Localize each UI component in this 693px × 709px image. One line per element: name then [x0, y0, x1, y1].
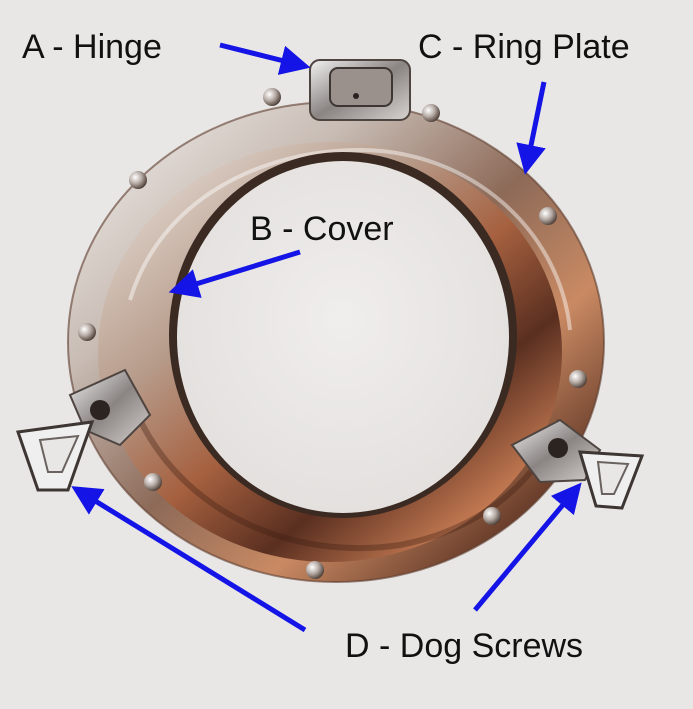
- label-ring-plate: C - Ring Plate: [418, 28, 630, 66]
- annotation-arrows: [71, 42, 582, 633]
- bolt-icon: [306, 561, 324, 579]
- bolt-icon: [263, 88, 281, 106]
- bolt-icon: [569, 370, 587, 388]
- bolt-icon: [144, 473, 162, 491]
- label-dog-screws: D - Dog Screws: [345, 627, 583, 665]
- arrow-icon: [168, 249, 301, 298]
- dog-screw-left: [15, 368, 152, 492]
- label-hinge: A - Hinge: [22, 28, 162, 66]
- bolt-icon: [539, 207, 557, 225]
- bolt-icon: [483, 507, 501, 525]
- bolt-icon: [129, 171, 147, 189]
- porthole-glass: [169, 152, 517, 518]
- arrow-icon: [473, 482, 582, 612]
- dog-screw-right: [510, 418, 645, 510]
- arrow-icon: [71, 486, 307, 633]
- ring-bolts: [78, 88, 587, 579]
- bolt-icon: [78, 323, 96, 341]
- label-cover: B - Cover: [250, 210, 394, 248]
- hinge: [309, 59, 411, 121]
- arrow-icon: [516, 81, 547, 175]
- arrow-icon: [219, 42, 311, 75]
- bolt-icon: [422, 104, 440, 122]
